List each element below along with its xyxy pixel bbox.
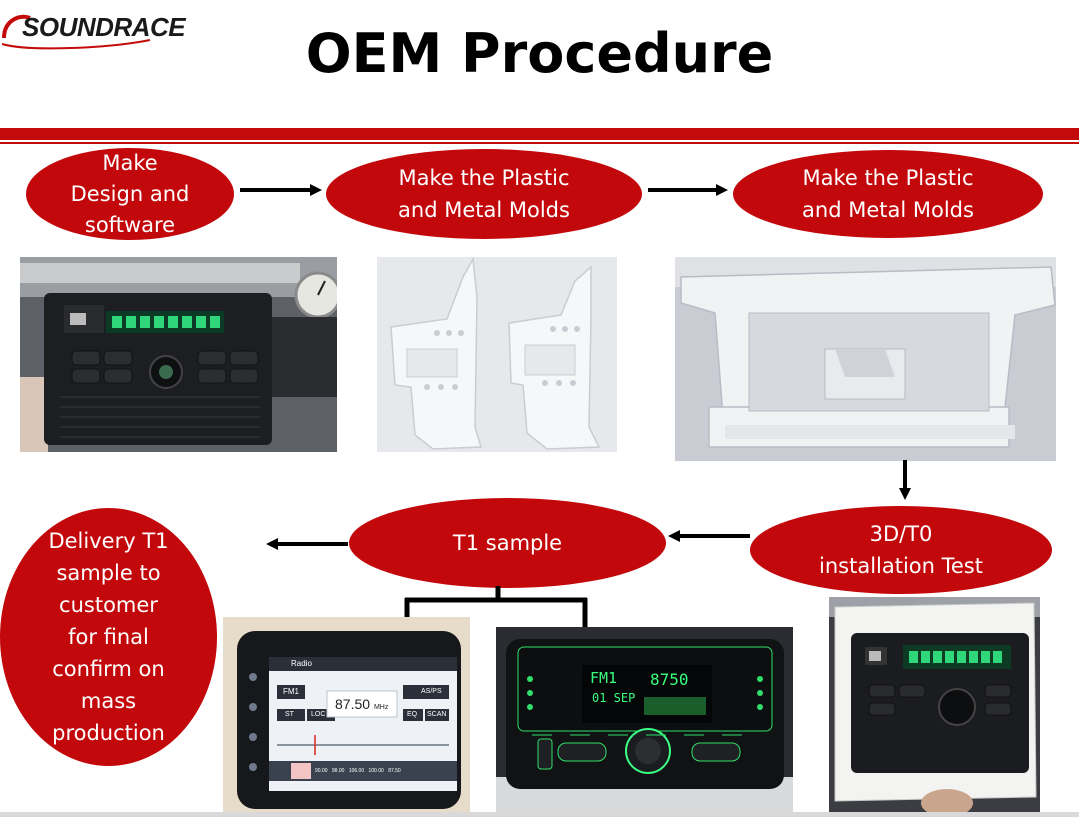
lcd-date: 01 SEP [592, 691, 636, 705]
radio-button-asps: AS/PS [421, 688, 442, 695]
lcd-radio-photo: FM1 8750 01 SEP [496, 627, 793, 812]
radio-band-label: FM1 [283, 687, 299, 696]
step-t1-sample: T1 sample [349, 498, 666, 588]
radio-button-eq: EQ [407, 711, 418, 718]
title-divider [0, 128, 1079, 140]
page-title: OEM Procedure [305, 22, 774, 85]
step-plastic-metal-molds-1: Make the Plastic and Metal Molds [326, 149, 642, 239]
3d-frame-photo [675, 257, 1056, 461]
touchscreen-radio-photo: Radio FM1 87.50 MHz ST LOC EQ SCAN AS/PS… [223, 617, 470, 812]
step-design-software: Make Design and software [26, 148, 234, 240]
arrow-down-icon [899, 460, 911, 500]
radio-button-scan: SCAN [427, 711, 447, 718]
lcd-band: FM1 [590, 669, 618, 687]
title-divider-line [0, 142, 1079, 144]
step-installation-test: 3D/T0 installation Test [750, 506, 1052, 594]
slide-footer-rule [0, 812, 1079, 817]
arrow-left-icon [266, 538, 348, 550]
lcd-frequency: 8750 [650, 670, 689, 689]
step-plastic-metal-molds-2: Make the Plastic and Metal Molds [733, 150, 1043, 238]
step-delivery-t1-sample: Delivery T1 sample to customer for final… [0, 508, 217, 766]
radio-in-frame-photo [829, 597, 1040, 812]
radio-tab-label: Radio [291, 659, 312, 668]
soundrace-logo [1, 14, 151, 50]
prototype-radio-photo [20, 257, 337, 452]
radio-scale: 90.00 98.00 106.00 100.00 87.50 [315, 768, 401, 774]
logo-wordmark: SOUNDRACE [22, 12, 186, 42]
radio-button-loc: LOC [311, 711, 326, 718]
arrow-right-icon [648, 184, 728, 196]
radio-frequency: 87.50 MHz [335, 696, 389, 712]
metal-brackets-photo [377, 257, 617, 452]
arrow-left-icon [668, 530, 750, 542]
radio-button-st: ST [285, 711, 294, 718]
arrow-right-icon [240, 184, 322, 196]
